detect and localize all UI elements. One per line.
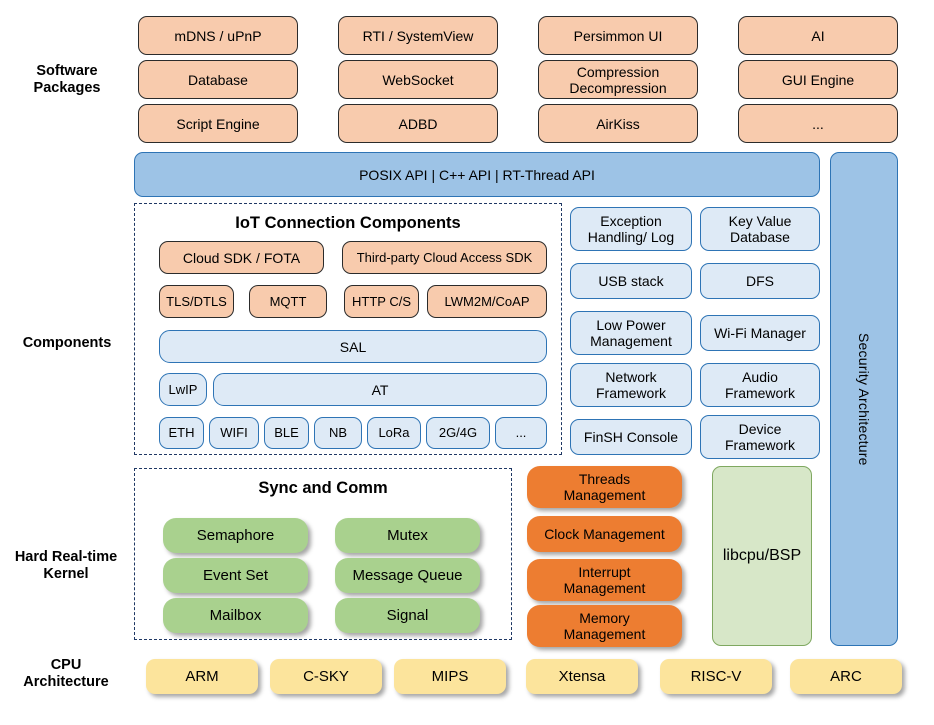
iot-link-eth[interactable]: ETH (159, 417, 204, 449)
component-network-line1: Network (605, 369, 657, 385)
kernel-threads-line1: Threads (578, 471, 631, 487)
iot-link-2g-4g[interactable]: 2G/4G (426, 417, 490, 449)
package-ai[interactable]: AI (738, 16, 898, 55)
component-keyvalue-line1: Key Value (728, 213, 792, 229)
row-label-cpu-line2: Architecture (23, 674, 109, 690)
component-low-power-management[interactable]: Low Power Management (570, 311, 692, 355)
component-usb-stack[interactable]: USB stack (570, 263, 692, 299)
cpu-arch-mips[interactable]: MIPS (394, 659, 506, 694)
kernel-event-set[interactable]: Event Set (163, 558, 308, 593)
row-label-software-packages-line1: Software (36, 63, 98, 79)
component-exception-line1: Exception (600, 213, 662, 229)
row-label-cpu-line1: CPU (50, 657, 82, 673)
package-adbd[interactable]: ADBD (338, 104, 498, 143)
cpu-arch-c-sky[interactable]: C-SKY (270, 659, 382, 694)
kernel-mailbox[interactable]: Mailbox (163, 598, 308, 633)
component-device-line2: Framework (724, 437, 795, 453)
iot-lwip[interactable]: LwIP (159, 373, 207, 406)
api-bar: POSIX API | C++ API | RT-Thread API (134, 152, 820, 197)
kernel-interrupt-line2: Management (563, 580, 646, 596)
iot-sal[interactable]: SAL (159, 330, 547, 363)
component-lowpower-line2: Management (590, 333, 672, 349)
iot-frame-title: IoT Connection Components (235, 214, 461, 232)
kernel-mutex[interactable]: Mutex (335, 518, 480, 553)
cpu-arch-xtensa[interactable]: Xtensa (526, 659, 638, 694)
kernel-message-queue[interactable]: Message Queue (335, 558, 480, 593)
row-label-kernel-line1: Hard Real-time (14, 549, 118, 565)
iot-third-party-cloud-access-sdk[interactable]: Third-party Cloud Access SDK (342, 241, 547, 274)
package-compression-line1: Compression (576, 63, 660, 80)
component-audio-framework[interactable]: Audio Framework (700, 363, 820, 407)
iot-link-lora[interactable]: LoRa (367, 417, 421, 449)
row-label-software-packages: Software Packages (4, 63, 130, 97)
kernel-threads-line2: Management (563, 487, 646, 503)
iot-protocol-mqtt[interactable]: MQTT (249, 285, 327, 318)
iot-protocol-tls-dtls[interactable]: TLS/DTLS (159, 285, 234, 318)
package-compression-line2: Decompression (569, 79, 667, 96)
package-script-engine[interactable]: Script Engine (138, 104, 298, 143)
iot-link-nb[interactable]: NB (314, 417, 362, 449)
iot-link-wifi[interactable]: WIFI (209, 417, 259, 449)
iot-protocol-http-cs[interactable]: HTTP C/S (344, 285, 419, 318)
libcpu-bsp-block[interactable]: libcpu/BSP (712, 466, 812, 646)
package-compression-decompression[interactable]: Compression Decompression (538, 60, 698, 99)
row-label-components-text: Components (22, 335, 112, 351)
kernel-clock-management[interactable]: Clock Management (527, 516, 682, 552)
kernel-interrupt-line1: Interrupt (578, 564, 631, 580)
row-label-cpu-architecture: CPU Architecture (0, 657, 132, 691)
iot-cloud-sdk-fota[interactable]: Cloud SDK / FOTA (159, 241, 324, 274)
row-label-software-packages-line2: Packages (33, 80, 101, 96)
kernel-semaphore[interactable]: Semaphore (163, 518, 308, 553)
component-lowpower-line1: Low Power (596, 317, 666, 333)
component-network-framework[interactable]: Network Framework (570, 363, 692, 407)
security-architecture-label: Security Architecture (856, 332, 872, 466)
component-exception-line2: Handling/ Log (587, 229, 675, 245)
package-rti-systemview[interactable]: RTI / SystemView (338, 16, 498, 55)
iot-connection-components-frame: IoT Connection Components (134, 203, 562, 455)
component-network-line2: Framework (595, 385, 666, 401)
iot-protocol-lwm2m-coap[interactable]: LWM2M/CoAP (427, 285, 547, 318)
cpu-arch-arm[interactable]: ARM (146, 659, 258, 694)
component-device-framework[interactable]: Device Framework (700, 415, 820, 459)
kernel-memory-line1: Memory (579, 610, 630, 626)
component-dfs[interactable]: DFS (700, 263, 820, 299)
package-more[interactable]: ... (738, 104, 898, 143)
component-audio-line1: Audio (742, 369, 778, 385)
sync-and-comm-frame: Sync and Comm (134, 468, 512, 640)
kernel-interrupt-management[interactable]: Interrupt Management (527, 559, 682, 601)
row-label-hard-real-time-kernel: Hard Real-time Kernel (0, 549, 132, 583)
component-exception-handling-log[interactable]: Exception Handling/ Log (570, 207, 692, 251)
kernel-memory-line2: Management (563, 626, 646, 642)
cpu-arch-risc-v[interactable]: RISC-V (660, 659, 772, 694)
kernel-memory-management[interactable]: Memory Management (527, 605, 682, 647)
iot-at[interactable]: AT (213, 373, 547, 406)
kernel-threads-management[interactable]: Threads Management (527, 466, 682, 508)
component-keyvalue-line2: Database (730, 229, 790, 245)
package-gui-engine[interactable]: GUI Engine (738, 60, 898, 99)
component-wifi-manager[interactable]: Wi-Fi Manager (700, 315, 820, 351)
security-architecture-bar: Security Architecture (830, 152, 898, 646)
package-mdns-upnp[interactable]: mDNS / uPnP (138, 16, 298, 55)
iot-link-ble[interactable]: BLE (264, 417, 309, 449)
component-audio-line2: Framework (724, 385, 795, 401)
component-device-line1: Device (738, 421, 782, 437)
row-label-kernel-line2: Kernel (43, 566, 89, 582)
component-finsh-console[interactable]: FinSH Console (570, 419, 692, 455)
cpu-arch-arc[interactable]: ARC (790, 659, 902, 694)
row-label-components: Components (4, 335, 130, 352)
iot-link-more[interactable]: ... (495, 417, 547, 449)
kernel-signal[interactable]: Signal (335, 598, 480, 633)
package-database[interactable]: Database (138, 60, 298, 99)
package-websocket[interactable]: WebSocket (338, 60, 498, 99)
sync-frame-title: Sync and Comm (258, 479, 388, 497)
package-persimmon-ui[interactable]: Persimmon UI (538, 16, 698, 55)
component-key-value-database[interactable]: Key Value Database (700, 207, 820, 251)
package-airkiss[interactable]: AirKiss (538, 104, 698, 143)
